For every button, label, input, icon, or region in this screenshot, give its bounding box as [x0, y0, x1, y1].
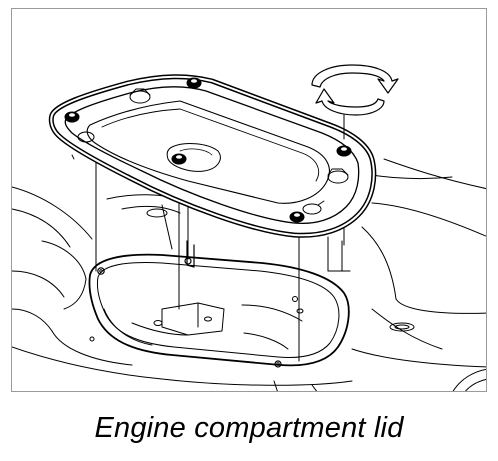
- bolt-icon: [171, 153, 187, 165]
- rotate-arrows-icon: [311, 64, 399, 140]
- bolt-icon: [336, 145, 352, 157]
- lid-bolts: [64, 77, 352, 223]
- figure-caption: Engine compartment lid: [94, 412, 404, 444]
- bolt-icon: [64, 111, 80, 123]
- bolt-icon: [186, 77, 202, 89]
- compartment-opening: [88, 240, 350, 368]
- compartment-lid: [48, 74, 377, 238]
- lid-removal-diagram: [12, 64, 486, 391]
- bolt-icon: [289, 211, 305, 223]
- figure-frame: [11, 8, 487, 392]
